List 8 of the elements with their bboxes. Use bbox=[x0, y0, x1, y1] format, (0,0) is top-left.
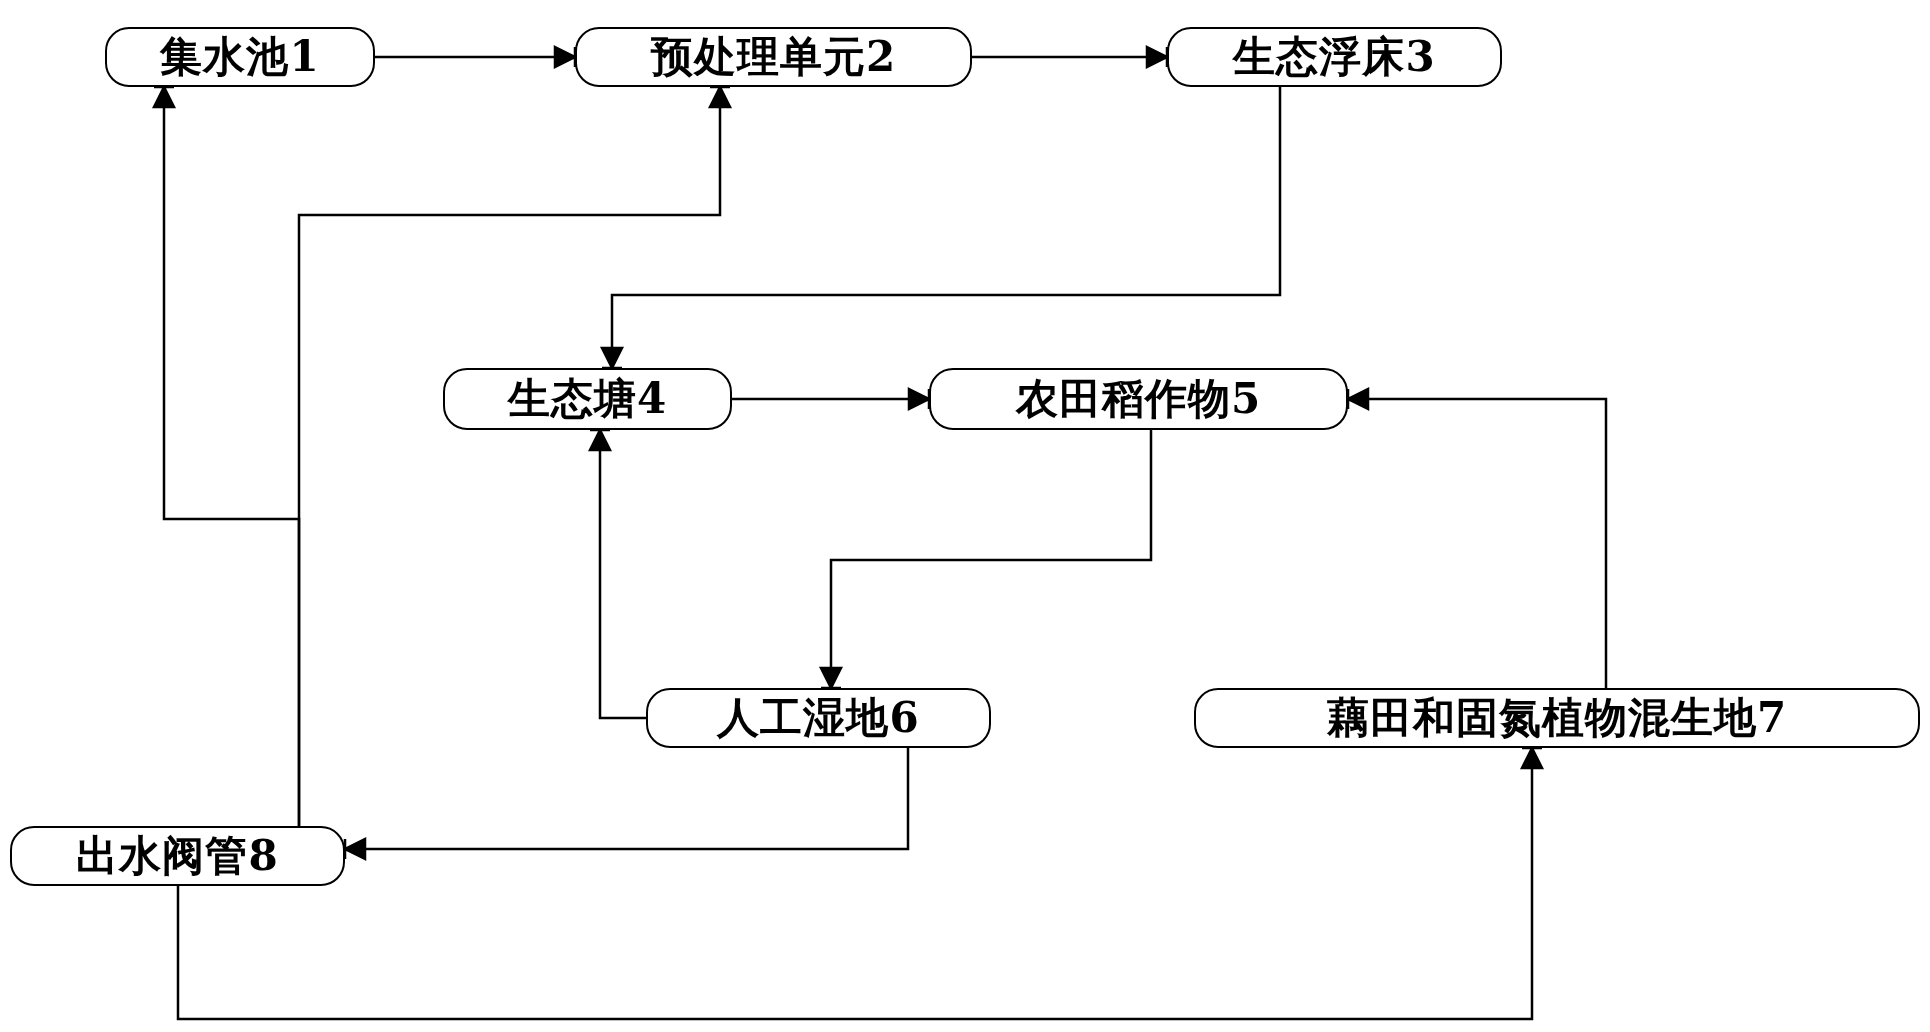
process-box: 集水池1 bbox=[105, 27, 375, 87]
process-box: 生态浮床3 bbox=[1167, 27, 1502, 87]
process-box: 藕田和固氮植物混生地7 bbox=[1194, 688, 1920, 748]
process-box: 生态塘4 bbox=[443, 368, 732, 430]
process-box: 预处理单元2 bbox=[575, 27, 972, 87]
process-box: 人工湿地6 bbox=[646, 688, 991, 748]
process-box: 出水阀管8 bbox=[10, 826, 345, 886]
process-box: 农田稻作物5 bbox=[929, 368, 1348, 430]
